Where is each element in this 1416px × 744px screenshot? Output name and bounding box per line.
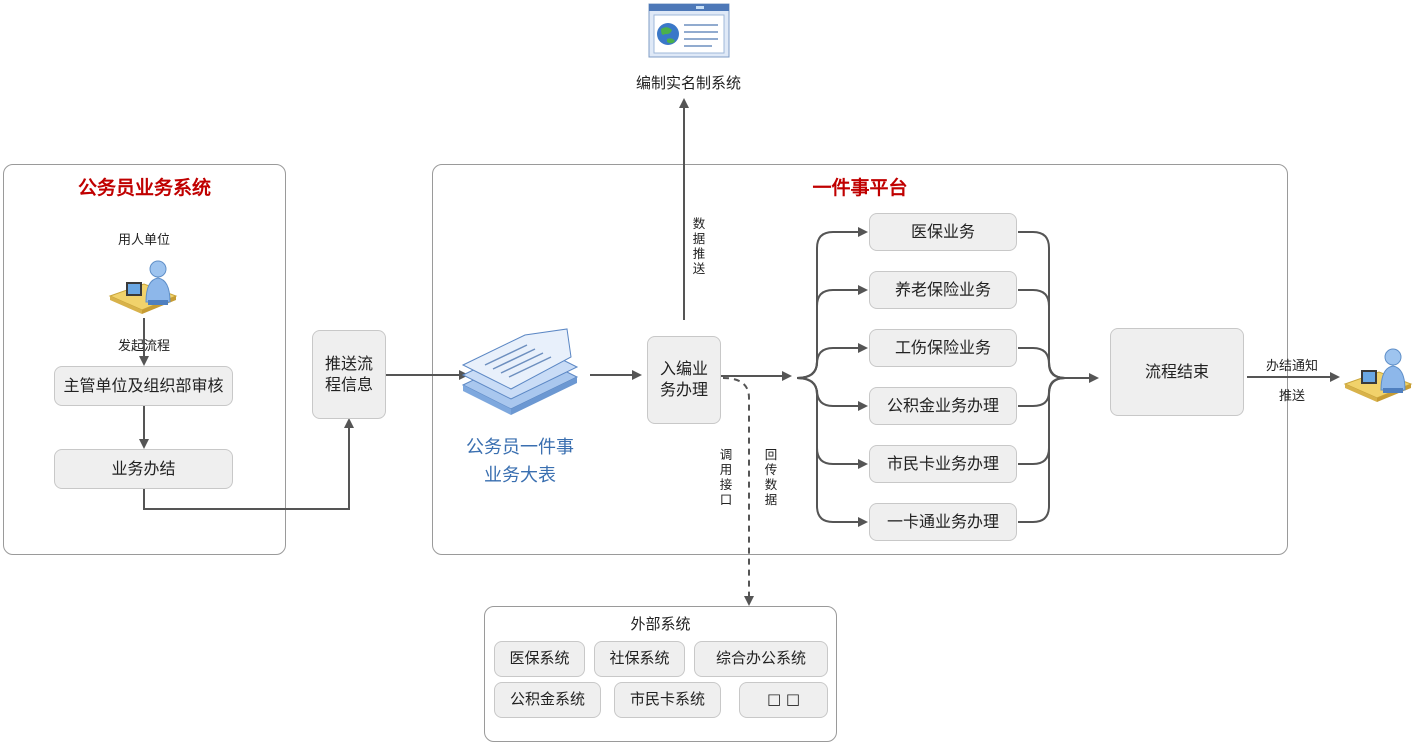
- recipient-user-icon: [1343, 348, 1413, 402]
- business-done-node: 业务办结: [54, 449, 233, 489]
- process-end-node: 流程结束: [1110, 328, 1244, 416]
- start-process-label: 发起流程: [117, 339, 170, 354]
- push-label: 推送: [1278, 389, 1305, 404]
- entry-business-node: 入编业务办理: [647, 336, 721, 424]
- ext-office-system: 综合办公系统: [694, 641, 828, 677]
- push-process-info-node: 推送流程信息: [312, 330, 386, 419]
- return-data-label: 回传数据: [764, 447, 778, 507]
- doc-label-line1: 公务员一件事: [466, 437, 574, 458]
- ext-housing-fund-system: 公积金系统: [494, 682, 601, 718]
- ext-medical-system: 医保系统: [494, 641, 585, 677]
- document-stack-icon: [461, 328, 579, 415]
- service-one-card: 一卡通业务办理: [869, 503, 1017, 541]
- ext-social-security-system: 社保系统: [594, 641, 685, 677]
- doc-label-line2: 业务大表: [484, 465, 556, 486]
- service-injury-insurance: 工伤保险业务: [869, 329, 1017, 367]
- external-system-title: 外部系统: [630, 615, 691, 633]
- one-thing-platform-title: 一件事平台: [812, 177, 908, 199]
- completion-notice-label: 办结通知: [1265, 359, 1318, 374]
- review-node: 主管单位及组织部审核: [54, 366, 233, 406]
- employer-user-icon: [108, 260, 178, 314]
- service-citizen-card: 市民卡业务办理: [869, 445, 1017, 483]
- realname-system-icon: [648, 3, 730, 58]
- ext-other-system: □ □: [739, 682, 828, 718]
- service-pension-insurance: 养老保险业务: [869, 271, 1017, 309]
- service-medical-insurance: 医保业务: [869, 213, 1017, 251]
- ext-citizen-card-system: 市民卡系统: [614, 682, 721, 718]
- call-interface-label: 调用接口: [719, 447, 733, 507]
- data-push-label: 数据推送: [692, 216, 706, 276]
- realname-system-label: 编制实名制系统: [635, 74, 741, 92]
- civil-servant-system-title: 公务员业务系统: [77, 177, 211, 199]
- service-housing-fund: 公积金业务办理: [869, 387, 1017, 425]
- employer-label: 用人单位: [117, 233, 170, 248]
